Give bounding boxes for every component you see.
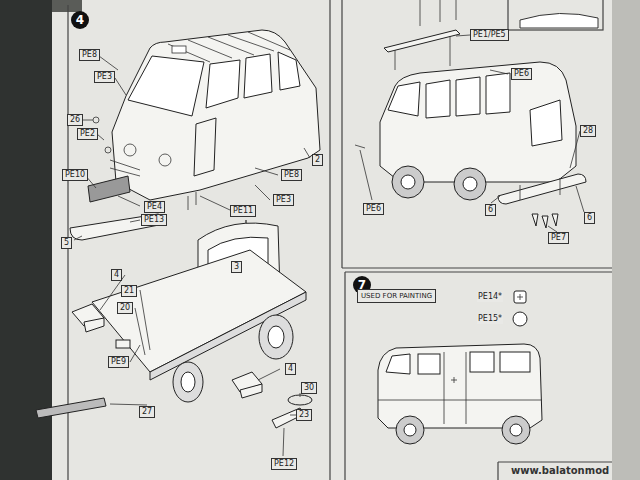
part-callout: PE2 (77, 128, 98, 140)
part-callout: 5 (61, 237, 72, 249)
part-callout: PE11 (230, 205, 256, 217)
part-callout: PE14* (477, 292, 503, 302)
part-callout: 30 (301, 382, 317, 394)
part-callout: 4 (111, 269, 122, 281)
part-callout: 4 (285, 363, 296, 375)
part-callout: 27 (139, 406, 155, 418)
part-callout: PE6 (363, 203, 384, 215)
part-callout: 26 (67, 114, 83, 126)
part-callout: PE12 (271, 458, 297, 470)
part-callout: 28 (580, 125, 596, 137)
part-callout: PE8 (281, 169, 302, 181)
part-callout: 3 (231, 261, 242, 273)
step-number: 4 (71, 11, 89, 29)
part-callout: PE9 (108, 356, 129, 368)
part-callout: PE4 (144, 201, 165, 213)
part-callout: PE15* (477, 314, 503, 324)
part-callout: 6 (485, 204, 496, 216)
part-callout: PE3 (273, 194, 294, 206)
part-callout: PE1/PE5 (470, 29, 509, 41)
website-text: www.balatonmod (511, 466, 609, 476)
part-callout: PE3 (94, 71, 115, 83)
part-callout: PE7 (548, 232, 569, 244)
part-callout: 23 (296, 409, 312, 421)
part-callout: PE10 (62, 169, 88, 181)
part-callout: 6 (584, 212, 595, 224)
part-callout: PE13 (141, 214, 167, 226)
part-callout: 2 (312, 154, 323, 166)
painting-note: USED FOR PAINTING (357, 289, 436, 303)
part-callout: PE6 (511, 68, 532, 80)
part-callout: 21 (121, 285, 137, 297)
part-callout: PE8 (79, 49, 100, 61)
part-callout: 20 (117, 302, 133, 314)
